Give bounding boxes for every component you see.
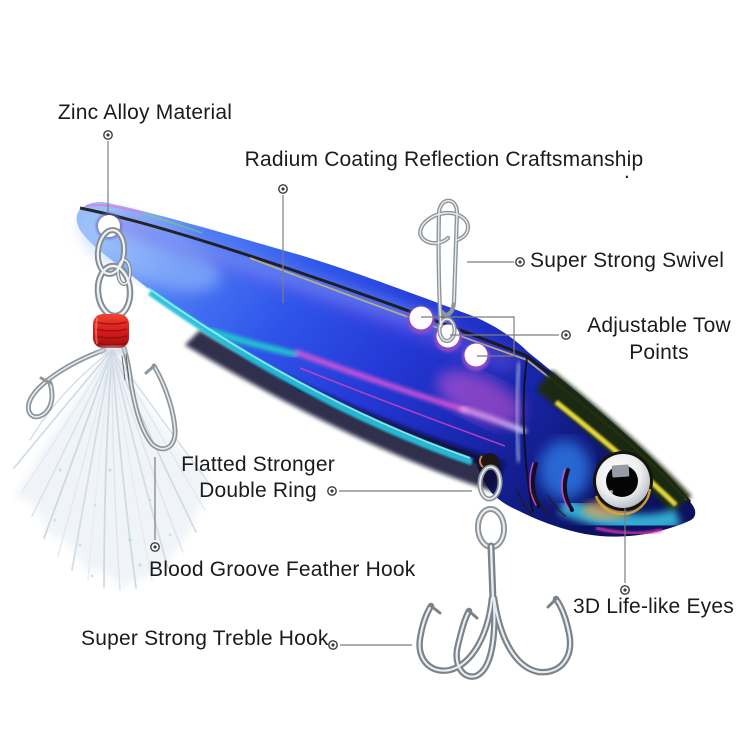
tow-points-line1: Adjustable Tow — [587, 314, 731, 337]
belly-teal-edge — [147, 289, 474, 466]
callout-label-radium-coating: Radium Coating Reflection Craftsmanship … — [238, 147, 650, 182]
ridge-magenta-sheen — [294, 349, 469, 414]
belly-marks — [516, 489, 566, 517]
belly-hole — [479, 453, 499, 469]
head-junction-line — [522, 357, 534, 513]
ridge-thin-line — [299, 367, 506, 447]
belly-teal-edge-highlight — [147, 287, 471, 459]
callout-label-blood-groove-feather-hook: Blood Groove Feather Hook — [149, 558, 416, 581]
callout-label-flatted-stronger-double-ring: Flatted Stronger Double Ring — [168, 452, 348, 504]
double-ring-line1: Flatted Stronger — [181, 453, 335, 476]
feather-sparkles — [53, 468, 172, 578]
swivel-callout-marker-icon — [515, 257, 525, 267]
tow-point-hole — [462, 343, 490, 371]
treble-hook — [416, 542, 574, 680]
callout-label-3d-life-like-eyes: 3D Life-like Eyes — [573, 595, 734, 618]
radium-callout-marker-icon — [278, 184, 288, 194]
lure-eye — [593, 451, 653, 516]
feather-strands — [13, 349, 212, 591]
head-teal-belly — [558, 496, 682, 533]
tail-rim-pink — [85, 203, 143, 214]
tow-callout-bracket — [421, 316, 515, 357]
callout-label-super-strong-treble-hook: Super Strong Treble Hook — [81, 627, 329, 650]
gill-slits — [529, 462, 574, 512]
flatted-callout-marker-icon — [327, 486, 337, 496]
shoulder-highlight — [513, 361, 523, 463]
head-magenta-streak — [595, 526, 663, 535]
red-thread-wrap — [93, 314, 129, 356]
tow-points-line2: Points — [629, 341, 689, 364]
callout-label-zinc-alloy-material: Zinc Alloy Material — [57, 101, 233, 124]
callout-label-super-strong-swivel: Super Strong Swivel — [530, 249, 725, 272]
callout-label-adjustable-tow-points: Adjustable Tow Points — [566, 312, 750, 366]
treble-callout-marker-icon — [328, 640, 338, 650]
feather-hook — [13, 345, 212, 591]
double-ring-line2: Double Ring — [199, 479, 317, 502]
callout-lines — [107, 141, 626, 646]
tow-point-hole — [407, 306, 435, 334]
body-blade — [76, 202, 696, 537]
lure-head — [513, 357, 692, 535]
stray-period: . — [624, 160, 631, 183]
radium-coating-text: Radium Coating Reflection Craftsmanship — [244, 148, 644, 171]
head-dark-green-band — [535, 369, 692, 514]
feather-hook-points — [25, 345, 178, 452]
ridge-teal-sheen — [207, 327, 299, 358]
eyes-callout-marker-icon — [620, 585, 630, 595]
shoulder-pink-sheen — [437, 370, 523, 426]
tail-rim-green — [141, 212, 203, 234]
blood-callout-marker-icon — [150, 542, 160, 552]
zinc-callout-marker-icon — [103, 130, 113, 140]
tow-callout-marker-icon — [561, 330, 571, 340]
lure-body — [76, 202, 696, 537]
callout-markers — [103, 130, 630, 650]
feather-plume — [14, 348, 208, 589]
